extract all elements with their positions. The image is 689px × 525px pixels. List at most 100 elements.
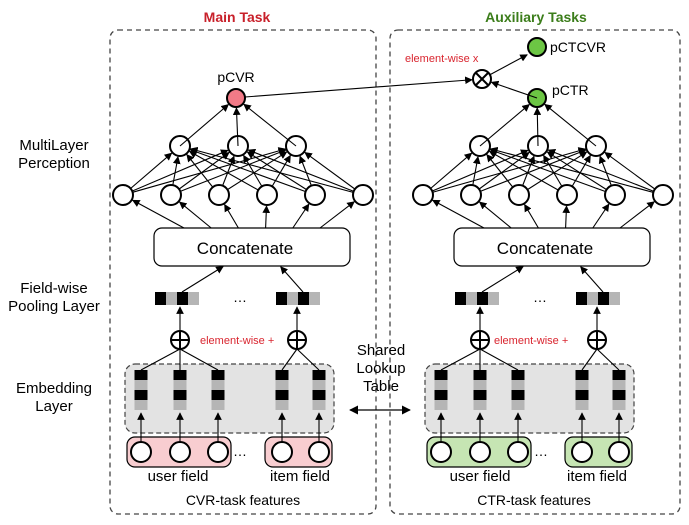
arrow-hidden-to-top-left [188,150,268,196]
pooled-vector-cell-left [298,292,309,305]
pooled-vector-cell-right [609,292,620,305]
pooled-vector-cell-right [576,292,587,305]
embedding-label-line2: Layer [35,398,73,415]
embedding-cell-left [173,370,187,380]
user-field-label-ctr: user field [450,468,511,485]
embedding-cell-left [211,370,225,380]
mlp-hidden-node-right [460,184,482,206]
pooled-vector-cell-right [598,292,609,305]
main-task-title: Main Task [204,9,271,25]
embedding-cell-right [434,380,448,390]
arrow-concat-to-hidden-left [262,205,271,229]
arrow-hidden-to-top-right [422,147,587,196]
pooled-vector-cell-left [155,292,166,305]
feature-node-left [130,441,152,463]
feature-node-right [608,441,630,463]
pooled-vector-cell-left [188,292,199,305]
pooled-vector-cell-right [466,292,477,305]
pctcvr-label: pCTCVR [550,39,606,55]
pooling-ellipsis-right: … [533,289,547,305]
pctr-label: pCTR [552,82,589,98]
embedding-cell-left [275,400,289,410]
pooled-vector-cell-left [287,292,298,305]
embedding-cell-left [173,400,187,410]
embedding-cell-left [312,370,326,380]
embedding-cell-left [275,390,289,400]
cvr-features-label: CVR-task features [186,492,300,508]
embedding-cell-left [312,380,326,390]
arrow-pool-to-concat-right [580,266,604,293]
embedding-cell-right [511,370,525,380]
mlp-hidden-node-right [412,184,434,206]
mlp-label-line1: MultiLayer [19,137,88,154]
shared-label-line1: Shared [357,342,405,359]
embedding-cell-right [473,370,487,380]
embedding-cell-right [575,400,589,410]
embedding-cell-right [511,390,525,400]
field-ellipsis-right: … [534,443,548,459]
pooled-vector-cell-left [276,292,287,305]
embedding-cell-left [275,380,289,390]
pcvr-node [226,88,246,108]
pcvr-label: pCVR [217,69,254,85]
arrow-hidden-to-top-left [304,152,364,196]
mlp-hidden-node-left [112,184,134,206]
arrow-hidden-to-top-left [247,148,364,196]
pooled-vector-cell-right [477,292,488,305]
mlp-hidden-node-left [304,184,326,206]
arrow-concat-to-hidden-right [619,201,655,229]
embedding-cell-right [612,380,626,390]
embedding-cell-left [211,380,225,390]
mlp-label-line2: Perception [18,155,90,172]
auxiliary-tasks-title: Auxiliary Tasks [485,9,587,25]
shared-label-line2: Lookup [356,360,405,377]
mlp-hidden-node-right [556,184,578,206]
arrow-hidden-to-top-left [218,151,288,196]
embedding-cell-right [575,380,589,390]
arrow-concat-to-hidden-right [524,203,539,229]
arrow-concat-to-hidden-left [319,201,355,229]
embedding-cell-left [173,390,187,400]
embedding-cell-left [134,400,148,410]
user-field-label-cvr: user field [148,468,209,485]
arrow-concat-to-hidden-right [592,203,610,229]
pooling-ellipsis-left: … [233,289,247,305]
arrow-top-to-output-right [544,103,597,147]
embedding-cell-right [511,380,525,390]
feature-node-right [571,441,593,463]
pooled-vector-cell-right [455,292,466,305]
arrow-concat-to-hidden-left [131,199,185,229]
item-field-label-ctr: item field [567,468,627,485]
embedding-cell-left [173,380,187,390]
embedding-to-sum-line-left [281,348,298,371]
feature-node-right [430,441,452,463]
mlp-hidden-node-left [256,184,278,206]
embedding-cell-right [612,390,626,400]
arrow-concat-to-hidden-left [178,201,212,229]
embedding-cell-left [211,390,225,400]
mlp-hidden-node-right [604,184,626,206]
embedding-cell-left [275,370,289,380]
embedding-to-sum-line-right [581,348,598,371]
arrow-hidden-to-top-right [489,148,616,196]
mlp-hidden-node-left [160,184,182,206]
embedding-cell-right [473,390,487,400]
pooled-vector-cell-left [309,292,320,305]
main-task-frame [109,29,377,515]
arrow-concat-to-hidden-left [224,203,239,229]
embedding-cell-right [612,400,626,410]
embedding-cell-right [575,390,589,400]
embedding-cell-right [511,400,525,410]
pooled-vector-cell-left [177,292,188,305]
embedding-to-sum-line-right [479,348,519,371]
arrow-pcvr-to-multiply [244,76,473,98]
elementwise-mult-note: element-wise x [405,53,479,65]
arrow-hidden-to-top-left [189,148,316,196]
arrow-concat-to-hidden-right [431,199,485,229]
circled-times-icon-b [475,72,489,86]
pooling-label-line1: Field-wise [20,280,88,297]
concatenate-block-left [153,227,351,267]
mlp-hidden-node-left [208,184,230,206]
